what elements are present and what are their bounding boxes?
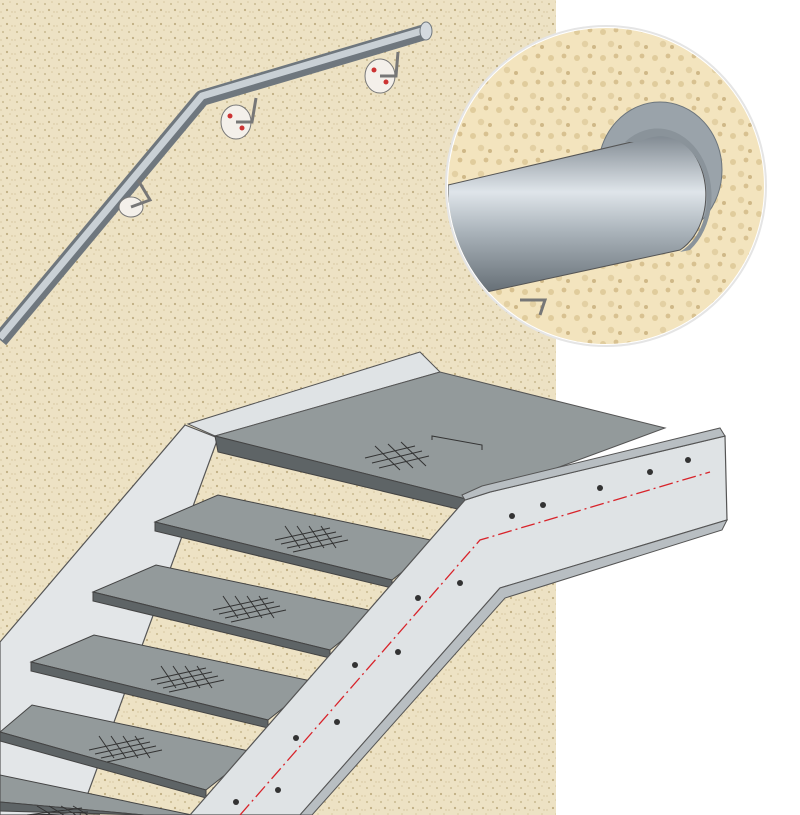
grating-mark [212, 595, 287, 623]
grating-mark [150, 665, 225, 693]
bolts [233, 457, 691, 805]
grating-mark [26, 805, 100, 815]
handrail-bracket [364, 51, 400, 94]
handrail-bracket [118, 179, 153, 218]
bolt [647, 469, 653, 475]
pipe-end-cap [625, 128, 712, 252]
stair-tread [0, 774, 193, 815]
bolt [415, 595, 421, 601]
bolt [334, 719, 340, 725]
bolt [275, 787, 281, 793]
bolt [685, 457, 691, 463]
bolt [597, 485, 603, 491]
landing [186, 351, 667, 513]
bolt [457, 580, 463, 586]
handrail-bracket [220, 97, 258, 140]
bolt [293, 735, 299, 741]
handrail [0, 21, 433, 346]
detail-inset [445, 25, 767, 347]
grating-mark [274, 525, 349, 553]
bolt [540, 502, 546, 508]
bolt [395, 649, 401, 655]
bolt [233, 799, 239, 805]
treads [0, 494, 442, 815]
grating-mark [88, 735, 163, 763]
centerline [239, 471, 711, 815]
right-stringer [189, 427, 728, 815]
bolt [352, 662, 358, 668]
bolt [509, 513, 515, 519]
grating-mark [364, 441, 430, 471]
